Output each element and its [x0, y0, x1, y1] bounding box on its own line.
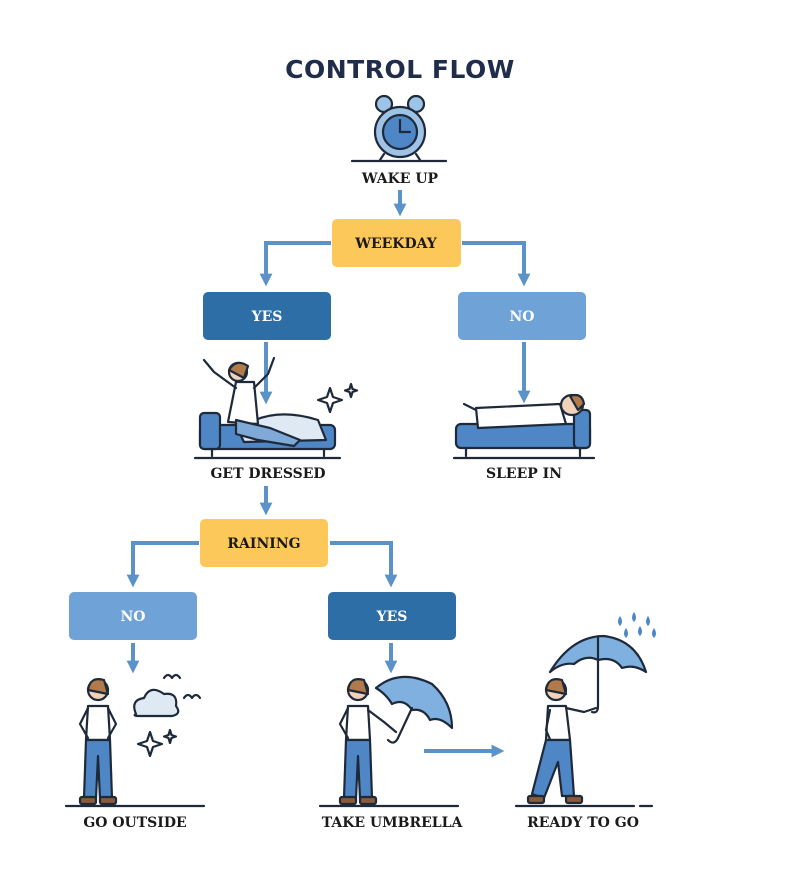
weekday-decision: WEEKDAY: [332, 219, 461, 267]
raining-no-label: NO: [121, 609, 146, 625]
arrow-weekday-to-yes: [259, 241, 331, 287]
weekday-label: WEEKDAY: [354, 236, 438, 252]
arrow-raining-to-no: [126, 541, 199, 588]
umbrella-icon: [374, 675, 454, 744]
arrow-weekday-to-no: [462, 241, 531, 287]
get-dressed-illustration: [193, 356, 342, 460]
cloud-icon: [133, 673, 202, 718]
weekday-no-label: NO: [510, 309, 535, 325]
arrow-raining-to-yes: [330, 541, 398, 588]
sparkle-icon: [316, 382, 359, 414]
ready-to-go-illustration: [514, 678, 654, 808]
ready-to-go-label: READY TO GO: [527, 815, 639, 831]
alarm-clock-icon: [350, 94, 448, 163]
take-umbrella-illustration: [318, 678, 460, 808]
weekday-yes-label: YES: [251, 309, 283, 325]
sparkle-icon: [136, 728, 178, 758]
weekday-no-box: NO: [458, 292, 586, 340]
take-umbrella-label: TAKE UMBRELLA: [322, 815, 464, 831]
go-outside-illustration: [64, 678, 206, 808]
wake-up-label: WAKE UP: [361, 171, 439, 187]
raining-label: RAINING: [227, 536, 300, 552]
weekday-yes-box: YES: [203, 292, 331, 340]
go-outside-label: GO OUTSIDE: [83, 815, 186, 831]
umbrella-icon: [548, 634, 648, 714]
bed-icon: [452, 393, 596, 460]
raining-yes-label: YES: [376, 609, 408, 625]
raining-no-box: NO: [69, 592, 197, 640]
get-dressed-label: GET DRESSED: [210, 466, 325, 482]
diagram-title: CONTROL FLOW: [285, 55, 515, 84]
sleep-in-label: SLEEP IN: [486, 466, 562, 482]
raining-yes-box: YES: [328, 592, 456, 640]
raining-decision: RAINING: [200, 519, 328, 567]
flow-arrows: [126, 190, 531, 758]
rain-icon: [618, 612, 656, 638]
